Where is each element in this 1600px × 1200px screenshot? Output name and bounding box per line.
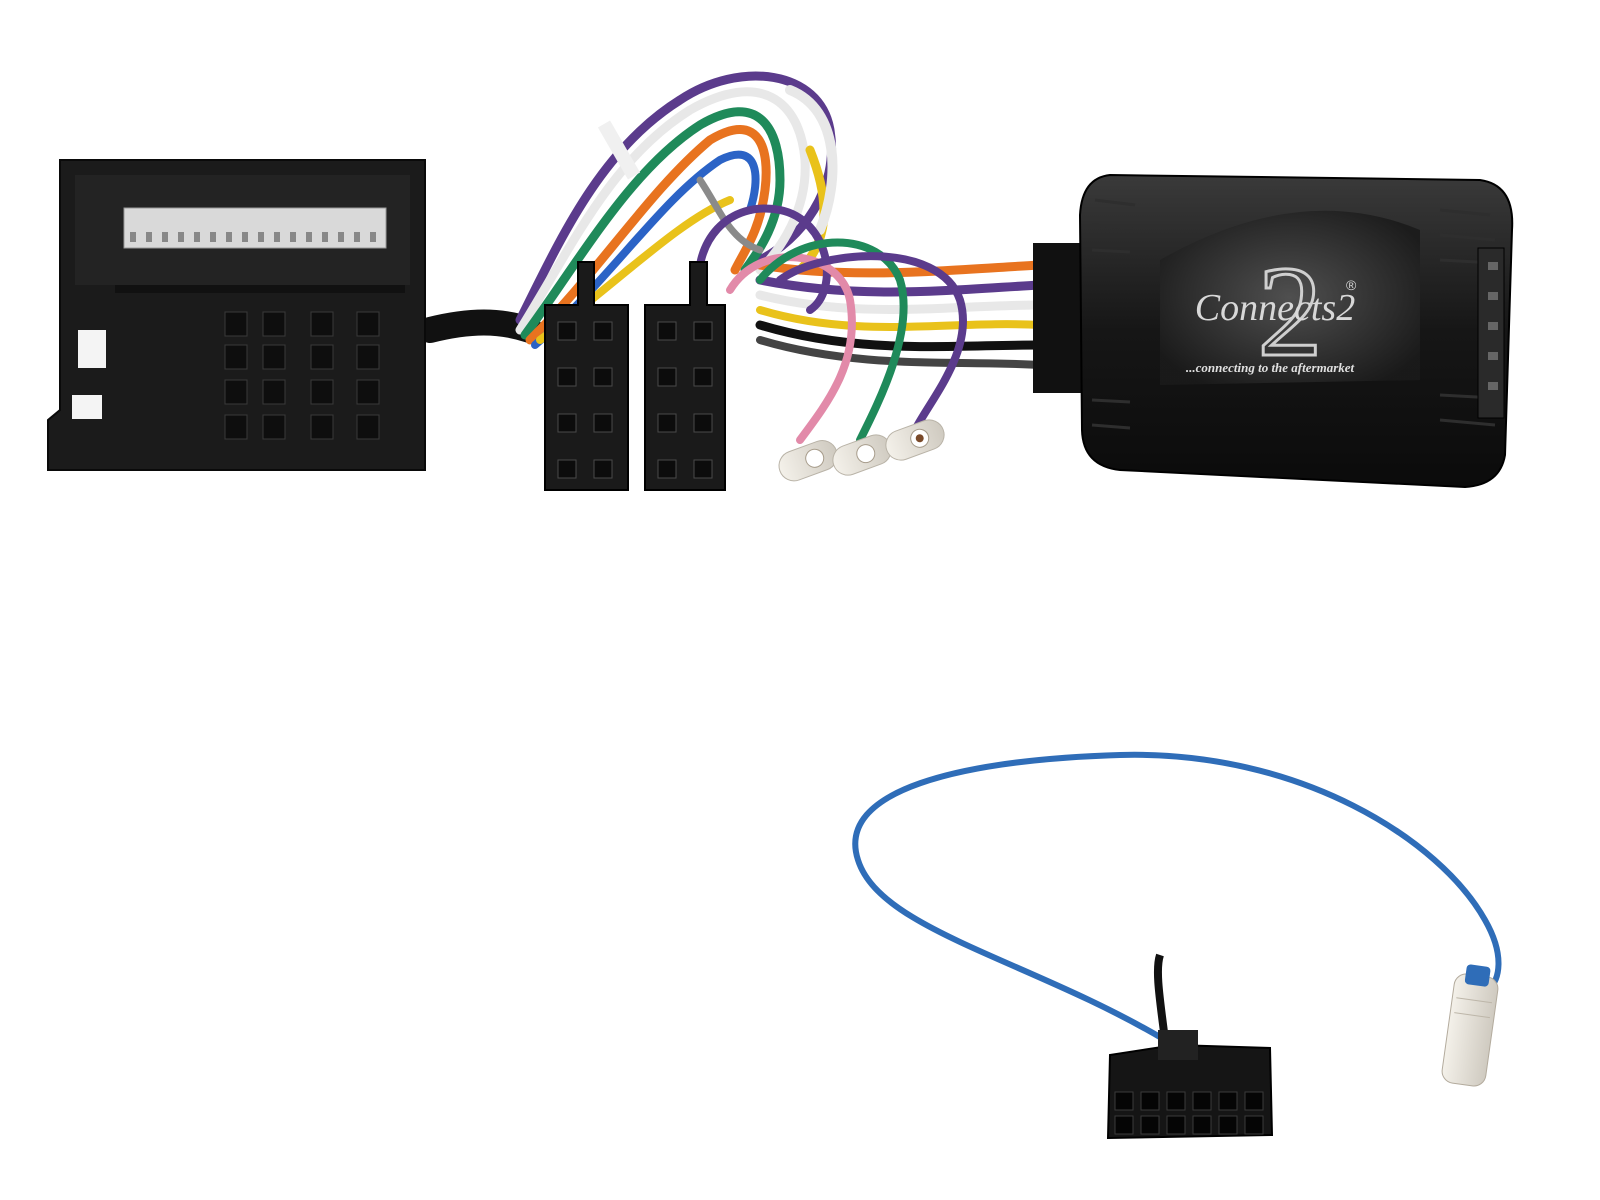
logo-tagline: ...connecting to the aftermarket [1186,360,1355,375]
quadlock-connector-icon [47,159,426,471]
patch-lead-icon [852,751,1502,1140]
logo-registered-mark: ® [1346,277,1357,293]
logo-brand-text: Connects2 [1195,287,1355,329]
iso-connector-icon [544,261,726,491]
quadlock-pin-grid [224,311,380,440]
wire-bundle [417,71,1045,444]
brand-logo: 2 Connects2 ® ...connecting to the after… [1186,239,1357,386]
bullet-terminal [1441,964,1499,1087]
terminal-icon [778,419,945,482]
quadlock-pin-row [130,232,376,242]
molex-connector [1106,1030,1274,1140]
interface-module-icon: 2 Connects2 ® ...connecting to the after… [1033,173,1514,489]
logo-digit: 2 [1258,240,1323,384]
